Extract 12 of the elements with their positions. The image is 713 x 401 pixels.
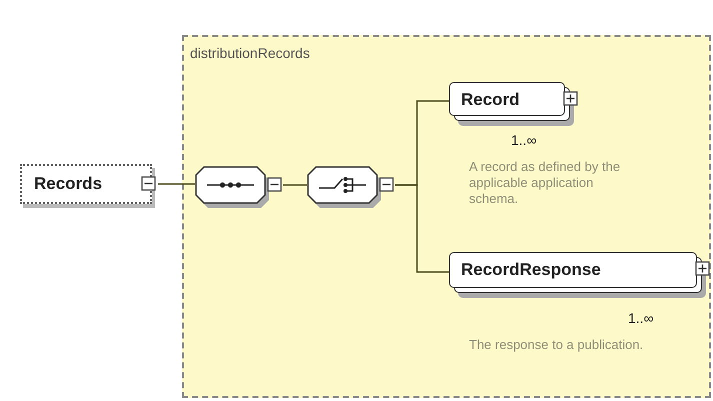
group-name: distributionRecords: [190, 45, 310, 61]
occurrence-label: 1..∞: [511, 132, 538, 148]
connector-line: [283, 184, 307, 186]
element-name: RecordResponse: [461, 260, 601, 280]
description-text: The response to a publication.: [469, 337, 644, 353]
element-name: Records: [34, 174, 102, 194]
connector-line: [158, 183, 195, 185]
element-name: Record: [461, 90, 520, 110]
connector-line: [395, 184, 449, 273]
occurrence-label: 1..∞: [628, 310, 655, 326]
group-container: [182, 35, 711, 398]
description-text: A record as defined by the applicable application schema.: [469, 159, 622, 207]
